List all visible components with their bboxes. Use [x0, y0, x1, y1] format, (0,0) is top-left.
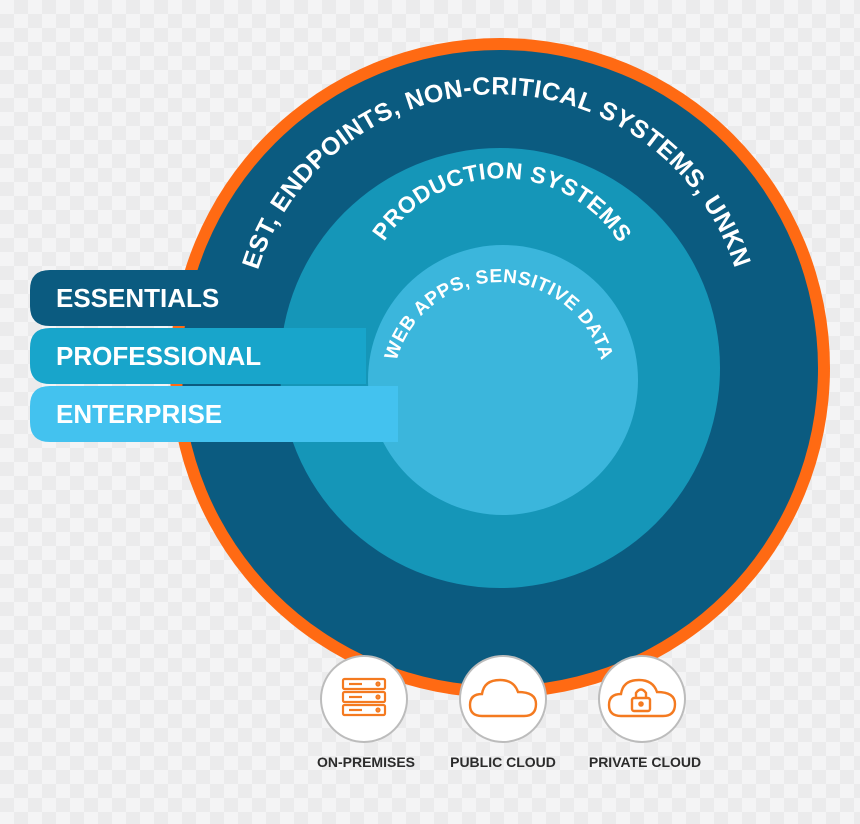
cloud-icon [468, 678, 538, 718]
environment-label-private-cloud: PRIVATE CLOUD [589, 754, 701, 770]
tier-label-enterprise: ENTERPRISE [56, 399, 222, 429]
environment-label-public-cloud: PUBLIC CLOUD [450, 754, 556, 770]
cloud-lock-icon [607, 678, 677, 718]
tier-label-essentials: ESSENTIALS [56, 283, 219, 313]
environment-on-premises: ON-PREMISES [317, 655, 415, 770]
tier-tab-enterprise[interactable]: ENTERPRISE [30, 386, 398, 442]
inner-circle [368, 245, 638, 515]
server-rack-icon [341, 677, 387, 717]
tier-tab-professional[interactable]: PROFESSIONAL [30, 328, 366, 384]
environment-private-cloud: PRIVATE CLOUD [589, 655, 701, 770]
tier-label-professional: PROFESSIONAL [56, 341, 261, 371]
tier-tab-essentials[interactable]: ESSENTIALS [30, 270, 282, 326]
environment-public-cloud: PUBLIC CLOUD [450, 655, 556, 770]
environment-label-on-premises: ON-PREMISES [317, 754, 415, 770]
